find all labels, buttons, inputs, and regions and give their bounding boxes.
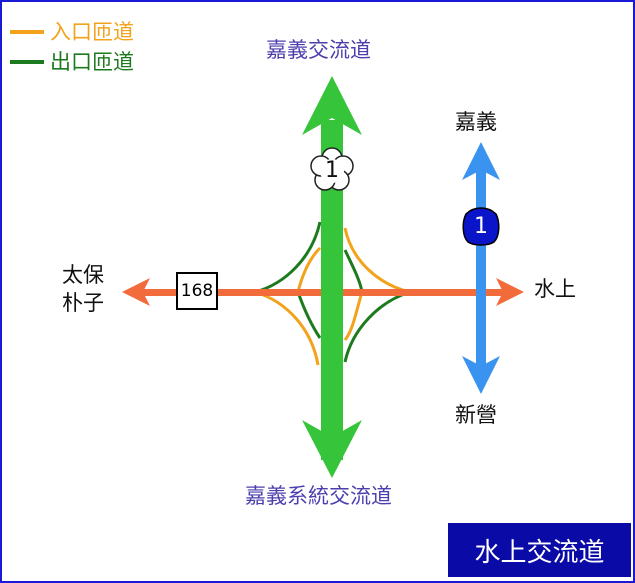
entrance-ramp-ne [343, 227, 411, 294]
parallel-road-south-label: 新營 [455, 403, 497, 427]
crossroad-west-label-1: 太保 [62, 263, 104, 287]
freeway-arrow-north [302, 76, 362, 135]
route-168-marker: 168 [176, 272, 218, 310]
exit-ramp-nw [254, 221, 322, 294]
crossroad-east-label: 水上 [534, 277, 576, 301]
crossroad-west-label-2: 朴子 [62, 291, 104, 315]
exit-ramp-sw [296, 291, 322, 339]
freeway-1 [302, 76, 362, 478]
freeway-arrow-south [302, 420, 362, 478]
provincial-shield-icon [462, 207, 500, 246]
parallel-road-1 [462, 142, 500, 394]
entrance-ramp-sw [254, 290, 320, 366]
crossroad-arrow-east [496, 278, 524, 306]
legend-label-exit: 出口匝道 [50, 50, 134, 74]
parallel-road-north-label: 嘉義 [455, 110, 497, 134]
legend-swatch-entrance [10, 30, 44, 34]
parallel-road-arrow-south [462, 356, 500, 394]
freeway-route-number: 1 [325, 158, 339, 183]
legend-label-entrance: 入口匝道 [50, 20, 134, 44]
freeway-north-label: 嘉義交流道 [266, 38, 371, 62]
legend-swatch-exit [10, 60, 44, 64]
crossroad-arrow-west [122, 278, 150, 306]
provincial-route-number: 1 [474, 214, 488, 239]
exit-ramp-ne [343, 249, 364, 293]
entrance-ramp-se [343, 291, 364, 341]
freeway-south-label: 嘉義系統交流道 [245, 484, 392, 508]
freeway-shield-icon [310, 147, 354, 191]
entrance-ramp-nw [296, 246, 322, 293]
parallel-road-line [476, 165, 486, 375]
exit-ramp-se [343, 290, 411, 363]
freeway-line [321, 120, 343, 460]
parallel-road-arrow-north [462, 142, 500, 180]
interchange-title: 水上交流道 [448, 523, 631, 577]
